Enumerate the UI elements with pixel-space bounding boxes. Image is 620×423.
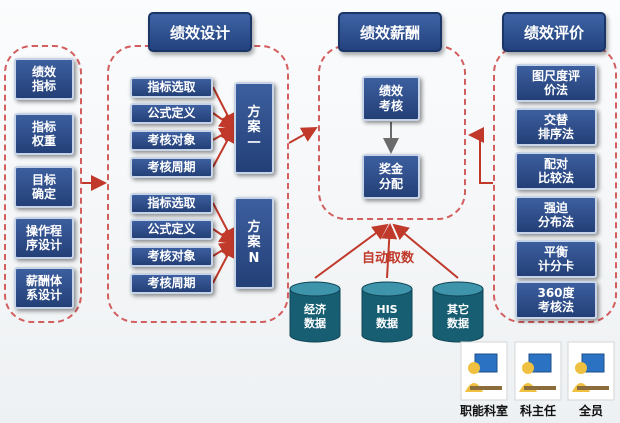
header-design: 绩效设计 (148, 12, 252, 52)
plan1-assessment-cycle: 考核周期 (130, 157, 213, 178)
plan1-assessment-target: 考核对象 (130, 130, 213, 151)
planN-indicator-selection: 指标选取 (130, 193, 213, 214)
user-computer-icon (460, 341, 508, 401)
economic-data-label: 经济 数据 (304, 303, 326, 330)
left-steps-group (4, 45, 82, 323)
plan1-indicator-selection: 指标选取 (130, 77, 213, 98)
user-computer-icon (514, 341, 562, 401)
method-alternation-ranking: 交替 排序法 (515, 108, 597, 146)
method-balanced-scorecard: 平衡 计分卡 (515, 240, 597, 278)
user-label-all-staff: 全员 (578, 404, 603, 418)
planN-assessment-target: 考核对象 (130, 246, 213, 267)
step-salary-system-design: 薪酬体 系设计 (14, 267, 74, 309)
step-performance-indicator: 绩效 指标 (14, 58, 74, 100)
plan1-formula-definition: 公式定义 (130, 103, 213, 124)
method-graphic-rating-scale: 图尺度评 价法 (515, 64, 597, 102)
step-procedure-design: 操作程 序设计 (14, 217, 74, 259)
method-paired-comparison: 配对 比较法 (515, 152, 597, 190)
bonus-allocation-box: 奖金 分配 (362, 154, 420, 199)
plan-one: 方 案 一 (234, 82, 274, 174)
header-compensation: 绩效薪酬 (338, 12, 442, 52)
step-indicator-weight: 指标 权重 (14, 113, 74, 155)
auto-fetch-label: 自动取数 (362, 251, 415, 266)
user-label-dept-head: 科主任 (519, 404, 556, 418)
planN-formula-definition: 公式定义 (130, 219, 213, 240)
user-label-functional-dept: 职能科室 (459, 404, 508, 418)
header-evaluation: 绩效评价 (502, 12, 606, 52)
his-data-label: HIS 数据 (376, 303, 398, 330)
method-forced-distribution: 强迫 分布法 (515, 196, 597, 234)
database-cylinder-economic (289, 281, 341, 343)
plan-n: 方 案 N (234, 197, 274, 289)
user-computer-icon (567, 341, 615, 401)
other-data-label: 其它 数据 (447, 303, 469, 330)
planN-assessment-cycle: 考核周期 (130, 273, 213, 294)
performance-assessment-box: 绩效 考核 (362, 76, 420, 121)
database-cylinder-his (361, 281, 413, 343)
method-360-degree: 360度 考核法 (515, 281, 597, 319)
step-target-setting: 目标 确定 (14, 166, 74, 208)
database-cylinder-other (432, 281, 484, 343)
